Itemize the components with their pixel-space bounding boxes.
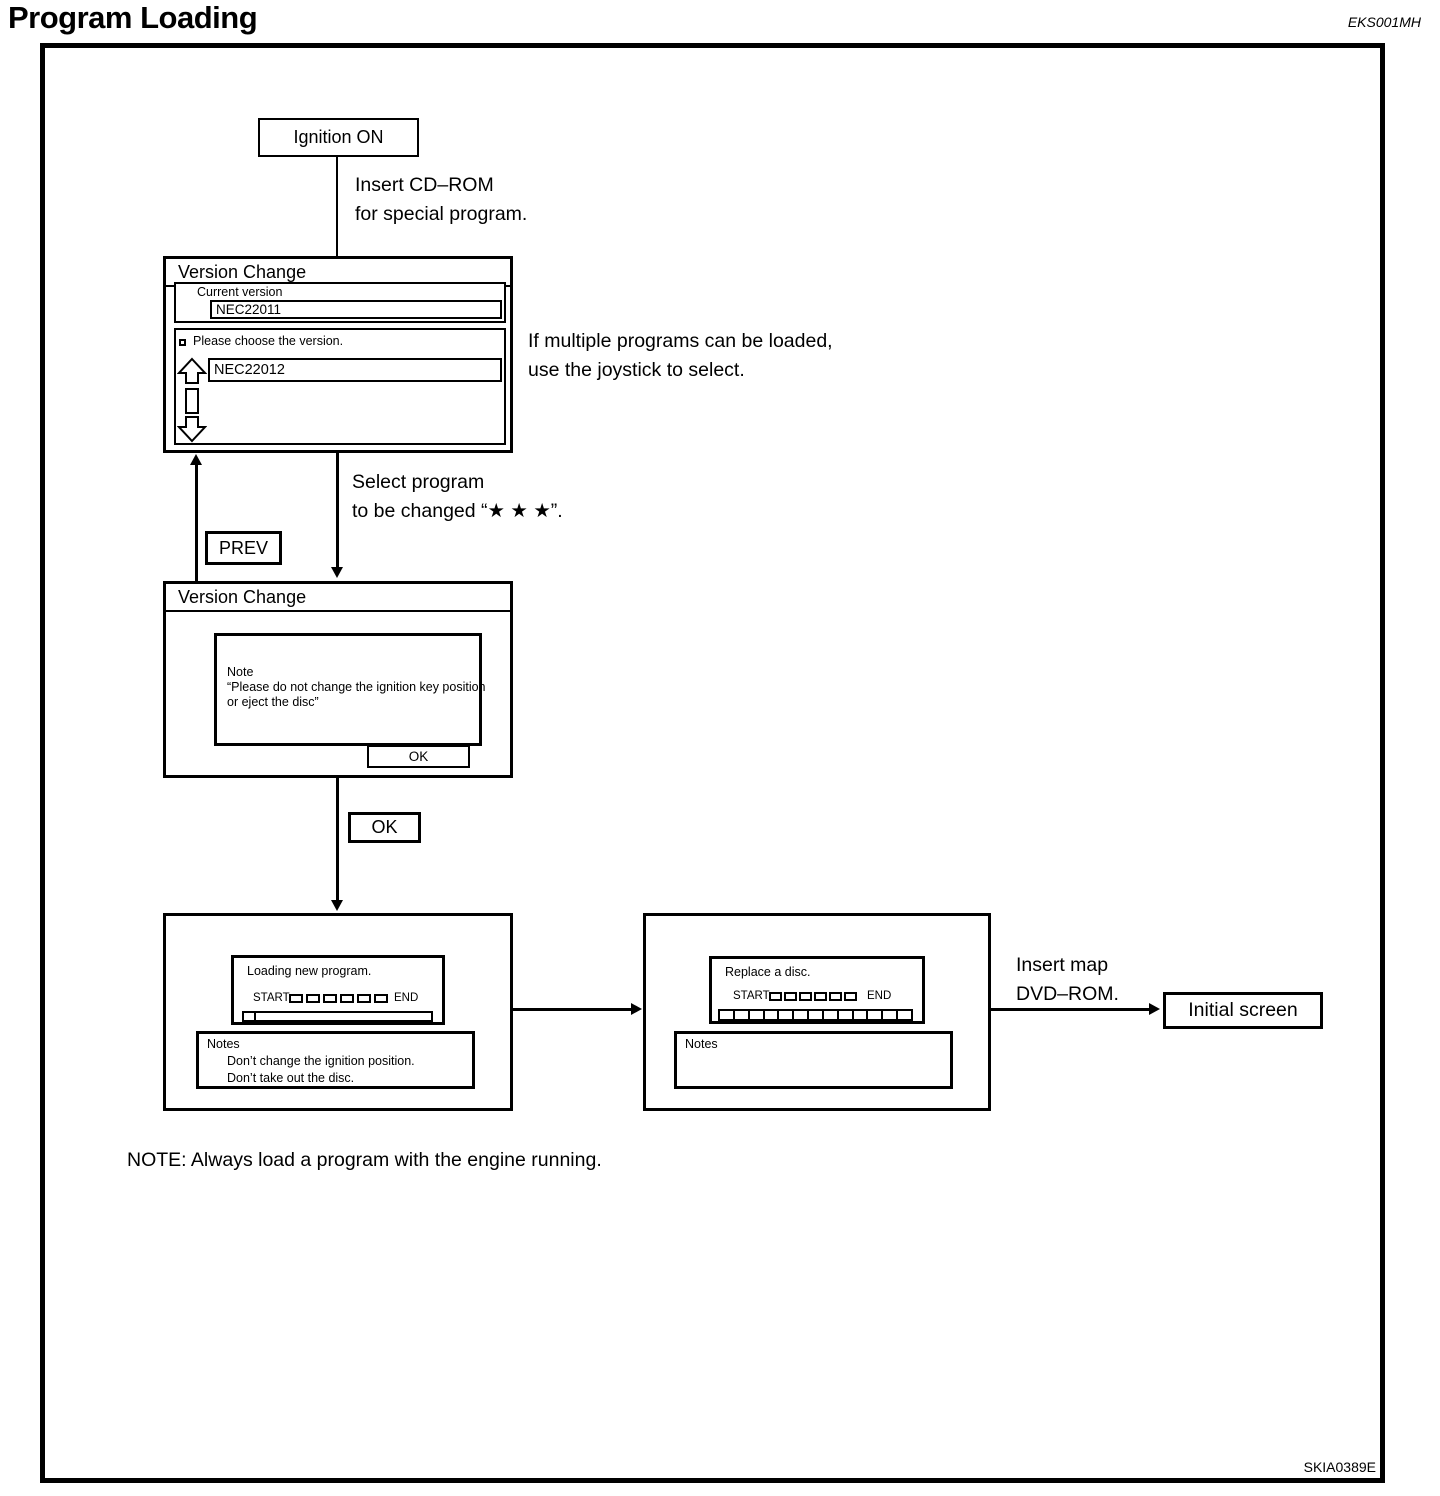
select-program-note: Select program to be changed “★ ★ ★”.: [352, 468, 563, 526]
connector-line: [336, 778, 339, 901]
ignition-on-label: Ignition ON: [293, 127, 384, 147]
notes-title: Notes: [207, 1037, 240, 1051]
note-dialog-text: Note “Please do not change the ignition …: [227, 665, 486, 710]
select-program-note-line2: to be changed “★ ★ ★”.: [352, 500, 563, 522]
up-arrow-icon: [177, 357, 207, 384]
screen2-title-bar: Version Change: [166, 584, 510, 612]
current-version-label: Current version: [197, 285, 283, 299]
flow-node-ignition-on: Ignition ON: [258, 118, 419, 157]
choose-version-value: NEC22012: [214, 362, 285, 378]
ok-label: OK: [371, 817, 398, 837]
note-dialog-line2: “Please do not change the ignition key p…: [227, 680, 486, 694]
flow-node-ok: OK: [348, 812, 421, 843]
insert-cdrom-note: Insert CD–ROM for special program.: [355, 171, 527, 229]
note-dialog-line3: or eject the disc”: [227, 695, 319, 709]
current-version-field: NEC22011: [210, 300, 502, 319]
choose-version-prompt: Please choose the version.: [193, 334, 344, 348]
progress-ticks: [289, 994, 388, 1003]
flow-node-prev: PREV: [205, 531, 282, 565]
connector-line: [336, 453, 339, 568]
screen-version-change-note: Version Change Note “Please do not chang…: [163, 581, 513, 778]
arrow-down-icon: [331, 900, 343, 911]
screen-version-change-select: Version Change Current version NEC22011 …: [163, 256, 513, 453]
connector-line: [513, 1008, 634, 1011]
insert-cdrom-note-line1: Insert CD–ROM: [355, 174, 494, 196]
replace-message: Replace a disc.: [725, 965, 811, 979]
multiple-programs-note-line2: use the joystick to select.: [528, 359, 745, 381]
insert-map-note-line1: Insert map: [1016, 954, 1109, 976]
connector-line: [195, 465, 198, 581]
screen-replace-disc: Replace a disc. START END Notes: [643, 913, 991, 1111]
current-version-value: NEC22011: [216, 302, 282, 317]
note-dialog-line1: Note: [227, 665, 254, 679]
replace-notes-panel: Notes: [674, 1031, 953, 1089]
screen-loading-program: Loading new program. START END Notes Don…: [163, 913, 513, 1111]
notes-line1: Don’t change the ignition position.: [227, 1054, 415, 1068]
flow-node-initial-screen: Initial screen: [1163, 992, 1323, 1029]
note-dialog: Note “Please do not change the ignition …: [214, 633, 486, 746]
end-label: END: [867, 990, 892, 1002]
connector-line: [991, 1008, 1151, 1011]
multiple-programs-note-line1: If multiple programs can be loaded,: [528, 330, 833, 352]
initial-screen-label: Initial screen: [1188, 999, 1298, 1021]
loading-message: Loading new program.: [247, 964, 372, 978]
arrow-down-icon: [331, 567, 343, 578]
notes-line2: Don’t take out the disc.: [227, 1071, 355, 1085]
choose-version-field: NEC22012: [208, 358, 502, 382]
start-label: START: [733, 990, 770, 1002]
loading-notes-panel: Notes Don’t change the ignition position…: [196, 1031, 475, 1089]
notes-title: Notes: [685, 1037, 718, 1051]
scroll-track-icon: [185, 388, 199, 414]
screen2-title: Version Change: [178, 586, 307, 607]
down-arrow-icon: [177, 416, 207, 443]
screen1-title: Version Change: [178, 261, 307, 282]
select-program-note-line1: Select program: [352, 471, 485, 493]
arrow-up-icon: [190, 454, 202, 465]
multiple-programs-note: If multiple programs can be loaded, use …: [528, 327, 833, 385]
loading-message-panel: Loading new program. START END: [231, 955, 445, 1025]
connector-line: [336, 157, 338, 256]
progress-bar: [242, 1011, 433, 1022]
dialog-ok-button: OK: [367, 745, 470, 768]
insert-map-note: Insert map DVD–ROM.: [1016, 951, 1119, 1009]
arrow-right-icon: [631, 1003, 642, 1015]
choose-version-panel: Please choose the version. NEC22012: [174, 328, 506, 445]
current-version-panel: Current version NEC22011: [174, 282, 506, 323]
prev-label: PREV: [218, 537, 269, 558]
progress-ticks: [769, 992, 857, 1001]
replace-message-panel: Replace a disc. START END: [709, 956, 925, 1024]
start-label: START: [253, 992, 290, 1004]
figure-code: SKIA0389E: [1303, 1459, 1376, 1475]
page-footnote: NOTE: Always load a program with the eng…: [127, 1149, 602, 1171]
end-label: END: [394, 992, 419, 1004]
bullet-icon: [179, 339, 186, 346]
dialog-ok-label: OK: [408, 749, 429, 764]
scroll-indicator-icon: [177, 357, 207, 443]
progress-bar-first-cell: [244, 1013, 256, 1020]
page-title: Program Loading: [8, 0, 258, 35]
insert-map-note-line2: DVD–ROM.: [1016, 983, 1119, 1005]
progress-bar-full: [718, 1009, 913, 1021]
insert-cdrom-note-line2: for special program.: [355, 203, 528, 225]
arrow-right-icon: [1149, 1003, 1160, 1015]
figure-frame: [40, 43, 1385, 1483]
doc-code: EKS001MH: [1347, 14, 1421, 30]
